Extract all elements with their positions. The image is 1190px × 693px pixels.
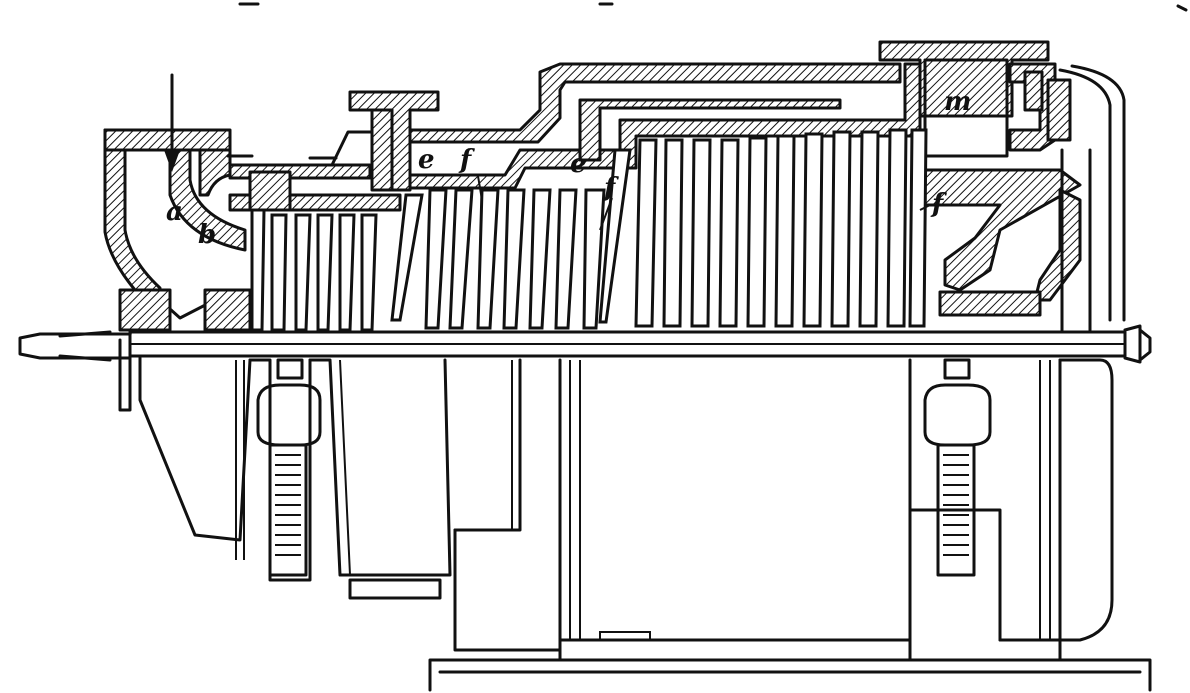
shaft [18,324,1152,364]
steam-inlet-pipe [226,90,440,212]
label-f-second: f [602,173,619,203]
left-spring-support [256,358,322,577]
top-edge-marks [238,2,1188,12]
label-a: a [166,197,183,227]
blade-rows-low-pressure [598,128,928,328]
label-e-first: e [418,145,435,175]
label-f-first: f [458,145,475,175]
label-b: b [198,220,216,250]
label-m: m [944,87,972,117]
inlet-casing [103,73,252,337]
part-labels: a b e f e f f m [166,87,972,250]
base-frame [118,338,1152,692]
left-spring-coils [275,454,301,556]
label-e-second: e [570,149,587,179]
label-f-third: f [930,189,947,219]
upper-casing [408,40,1126,332]
right-spring-support [923,358,992,577]
blade-rows-high-pressure [250,188,606,332]
